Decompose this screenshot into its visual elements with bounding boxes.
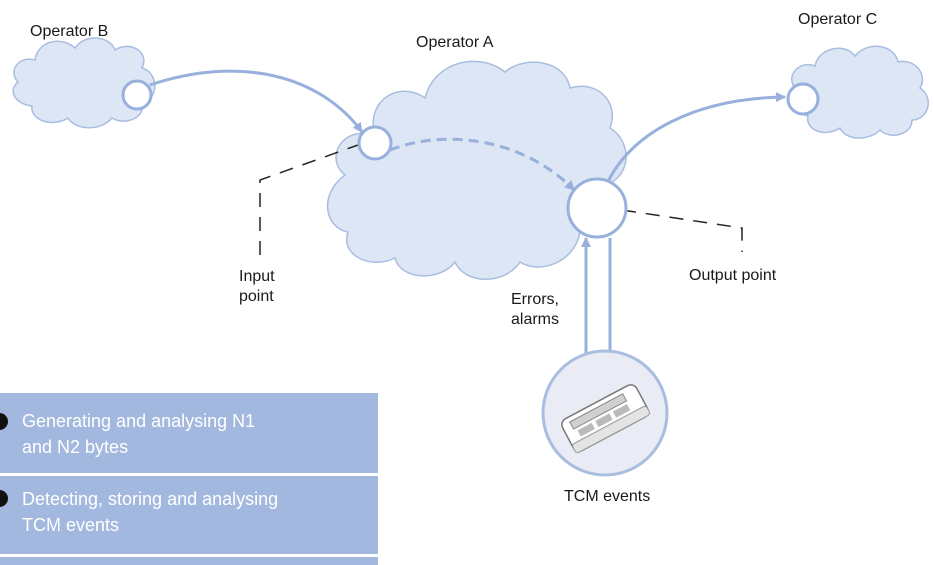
arrow-a-to-c [603, 92, 786, 189]
errors-label-line2: alarms [511, 311, 560, 328]
tcm-events-label: TCM events [564, 488, 651, 505]
input-point-label: Input point [239, 267, 275, 307]
errors-label-line1: Errors, [511, 291, 559, 308]
output-point-leader [621, 209, 743, 252]
input-point-circle [357, 125, 393, 161]
panel-item-2-line2: TCM events [22, 515, 120, 535]
panel-item-1-line1: Generating and analysing N1 [22, 411, 256, 431]
operator-a-cloud [327, 60, 627, 280]
panel-item-2-line1: Detecting, storing and analysing [22, 489, 279, 509]
errors-alarms-label: Errors, alarms [511, 290, 559, 330]
output-point-circle [566, 177, 628, 239]
test-instrument-icon [561, 384, 650, 454]
bullet-icon [0, 490, 8, 507]
input-point-leader [259, 144, 359, 255]
tcm-device [541, 349, 669, 477]
arrow-a-dashed-internal [389, 137, 576, 192]
bullet-icon [0, 413, 8, 430]
arrow-b-to-a [149, 69, 364, 133]
panel-item-1-line2: and N2 bytes [22, 437, 129, 457]
panel-item-2: Detecting, storing and analysing TCM eve… [0, 476, 378, 554]
input-point-label-line2: point [239, 288, 274, 305]
operator-c-cloud [789, 45, 930, 139]
output-point-label: Output point [689, 267, 777, 284]
operator-b-cloud [12, 37, 156, 129]
operator-b-point [121, 79, 153, 111]
operator-a-label: Operator A [416, 34, 494, 51]
input-point-label-line1: Input [239, 268, 275, 285]
operator-c-label: Operator C [798, 11, 878, 28]
operator-b-label: Operator B [30, 23, 109, 40]
panel-item-1: Generating and analysing N1 and N2 bytes [0, 393, 378, 473]
panel-item-3 [0, 557, 378, 565]
operator-c-point [786, 82, 820, 116]
